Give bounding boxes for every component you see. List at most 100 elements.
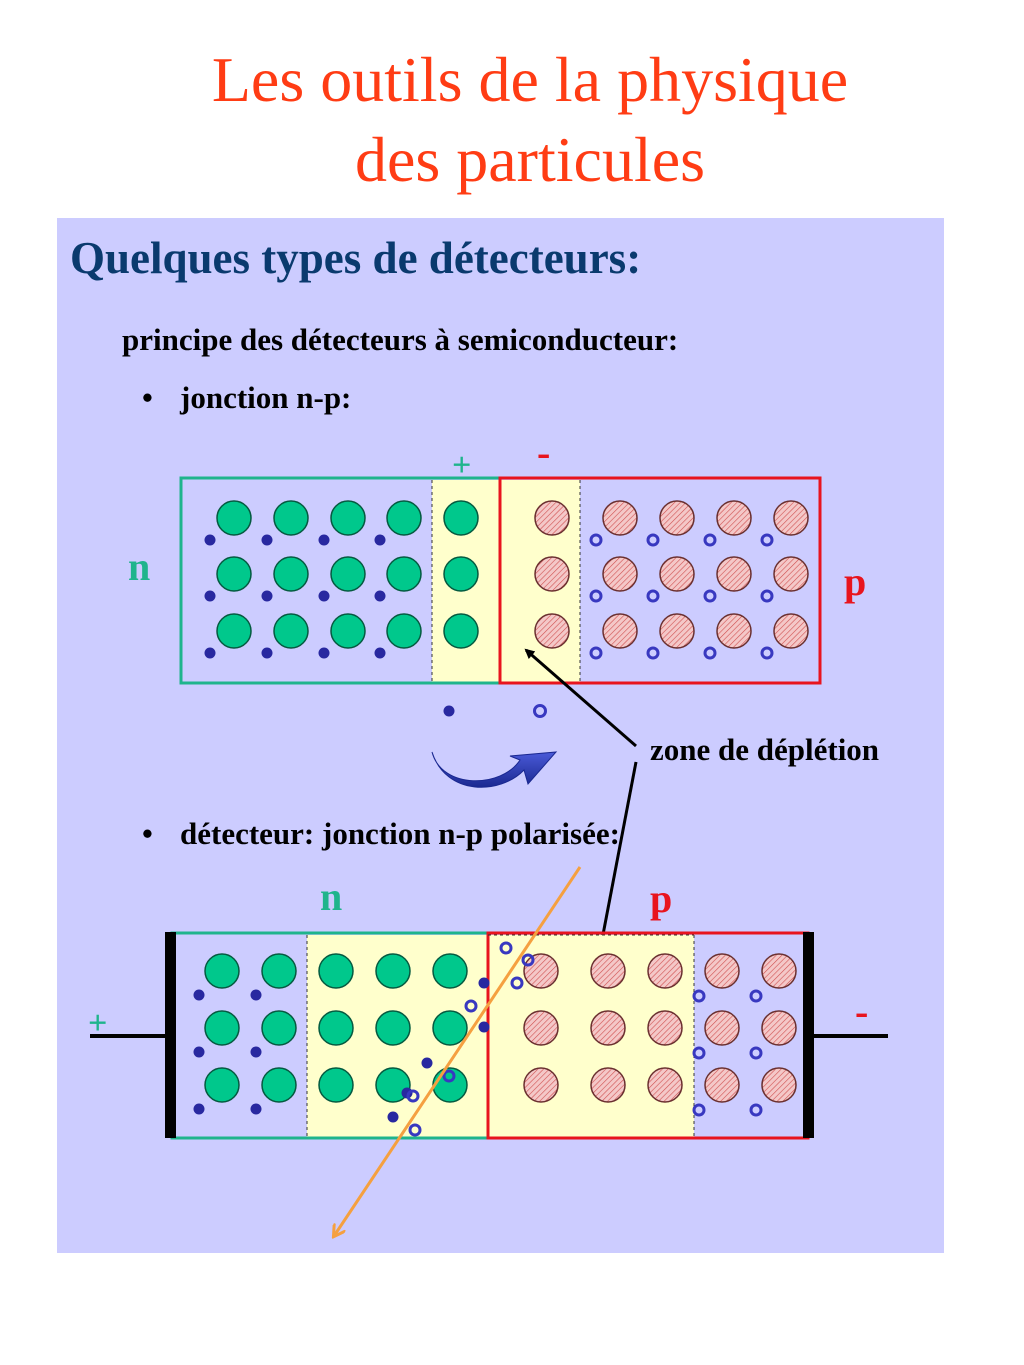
donor-atom bbox=[261, 953, 297, 989]
donor-atom bbox=[386, 500, 422, 536]
lattice-atoms bbox=[193, 941, 797, 1137]
bullet-detector: •détecteur: jonction n-p polarisée: bbox=[142, 816, 620, 852]
label-p: p bbox=[844, 559, 866, 604]
title-line-2: des particules bbox=[354, 124, 706, 195]
acceptor-atom bbox=[523, 953, 559, 989]
electron bbox=[204, 590, 216, 602]
p-region-box bbox=[498, 476, 822, 685]
donor-atom bbox=[432, 953, 468, 989]
depletion-label: zone de déplétion bbox=[650, 732, 879, 767]
hole bbox=[464, 999, 478, 1013]
hole bbox=[703, 533, 717, 547]
electron bbox=[250, 989, 262, 1001]
electron bbox=[374, 647, 386, 659]
hole bbox=[589, 646, 603, 660]
acceptor-atom bbox=[590, 1010, 626, 1046]
donor-atom bbox=[330, 556, 366, 592]
hole bbox=[760, 589, 774, 603]
donor-atom bbox=[443, 556, 479, 592]
hole bbox=[749, 1046, 763, 1060]
donor-atom bbox=[273, 613, 309, 649]
hole bbox=[760, 646, 774, 660]
subheading: principe des détecteurs à semiconducteur… bbox=[122, 322, 679, 357]
acceptor-atom bbox=[534, 613, 570, 649]
donor-atom bbox=[330, 500, 366, 536]
hole bbox=[499, 941, 513, 955]
bullet-dot: • bbox=[142, 816, 153, 851]
acceptor-atom bbox=[773, 556, 809, 592]
sign-minus: - bbox=[537, 430, 550, 475]
acceptor-atom bbox=[659, 500, 695, 536]
acceptor-atom bbox=[534, 556, 570, 592]
electron bbox=[374, 534, 386, 546]
hole bbox=[646, 589, 660, 603]
donor-atom bbox=[273, 500, 309, 536]
acceptor-atom bbox=[761, 1010, 797, 1046]
electron bbox=[193, 1103, 205, 1115]
acceptor-atom bbox=[523, 1010, 559, 1046]
electron bbox=[478, 1021, 490, 1033]
donor-atom bbox=[443, 500, 479, 536]
title-line-1: Les outils de la physique bbox=[211, 44, 849, 115]
label-p: p bbox=[650, 876, 672, 921]
detector-diagram: + - n p bbox=[88, 866, 888, 1236]
electron bbox=[193, 1046, 205, 1058]
hole bbox=[703, 589, 717, 603]
acceptor-atom bbox=[647, 1010, 683, 1046]
recombination-arrow-icon bbox=[431, 751, 558, 788]
donor-atom bbox=[216, 500, 252, 536]
electron bbox=[318, 534, 330, 546]
acceptor-atom bbox=[659, 556, 695, 592]
donor-atom bbox=[216, 556, 252, 592]
depletion-zone-wide bbox=[307, 935, 694, 1137]
hole bbox=[703, 646, 717, 660]
donor-atom bbox=[443, 613, 479, 649]
hole bbox=[760, 533, 774, 547]
acceptor-atom bbox=[602, 500, 638, 536]
donor-atom bbox=[261, 1067, 297, 1103]
electron bbox=[401, 1087, 413, 1099]
electron bbox=[250, 1103, 262, 1115]
acceptor-atom bbox=[659, 613, 695, 649]
donor-atom bbox=[375, 1010, 411, 1046]
free-electron bbox=[443, 705, 455, 717]
hole bbox=[510, 976, 524, 990]
free-hole bbox=[533, 704, 547, 718]
electron bbox=[204, 647, 216, 659]
sign-plus: + bbox=[452, 447, 471, 484]
annotation-pointer-top bbox=[524, 648, 637, 748]
acceptor-atom bbox=[647, 953, 683, 989]
hole bbox=[589, 533, 603, 547]
particle-track-arrow bbox=[334, 866, 582, 1236]
donor-atom bbox=[375, 1067, 411, 1103]
donor-atom bbox=[216, 613, 252, 649]
electrode-left bbox=[165, 932, 176, 1138]
electron bbox=[387, 1111, 399, 1123]
electron bbox=[250, 1046, 262, 1058]
acceptor-atom bbox=[773, 500, 809, 536]
hole bbox=[646, 533, 660, 547]
hole bbox=[692, 989, 706, 1003]
acceptor-atom bbox=[716, 613, 752, 649]
donor-atom bbox=[330, 613, 366, 649]
electron bbox=[374, 590, 386, 602]
donor-atom bbox=[318, 1067, 354, 1103]
acceptor-atom bbox=[704, 1067, 740, 1103]
acceptor-atom bbox=[773, 613, 809, 649]
hole bbox=[749, 1103, 763, 1117]
hole bbox=[692, 1103, 706, 1117]
donor-atom bbox=[318, 953, 354, 989]
electron bbox=[478, 977, 490, 989]
electron bbox=[193, 989, 205, 1001]
donor-atom bbox=[204, 953, 240, 989]
donor-atom bbox=[204, 1010, 240, 1046]
bullet-junction-text: jonction n-p: bbox=[180, 380, 352, 415]
hole bbox=[406, 1089, 420, 1103]
acceptor-atom bbox=[761, 953, 797, 989]
label-n: n bbox=[128, 544, 150, 589]
donor-atom bbox=[273, 556, 309, 592]
acceptor-atom bbox=[761, 1067, 797, 1103]
donor-atom bbox=[386, 556, 422, 592]
hole bbox=[521, 953, 535, 967]
